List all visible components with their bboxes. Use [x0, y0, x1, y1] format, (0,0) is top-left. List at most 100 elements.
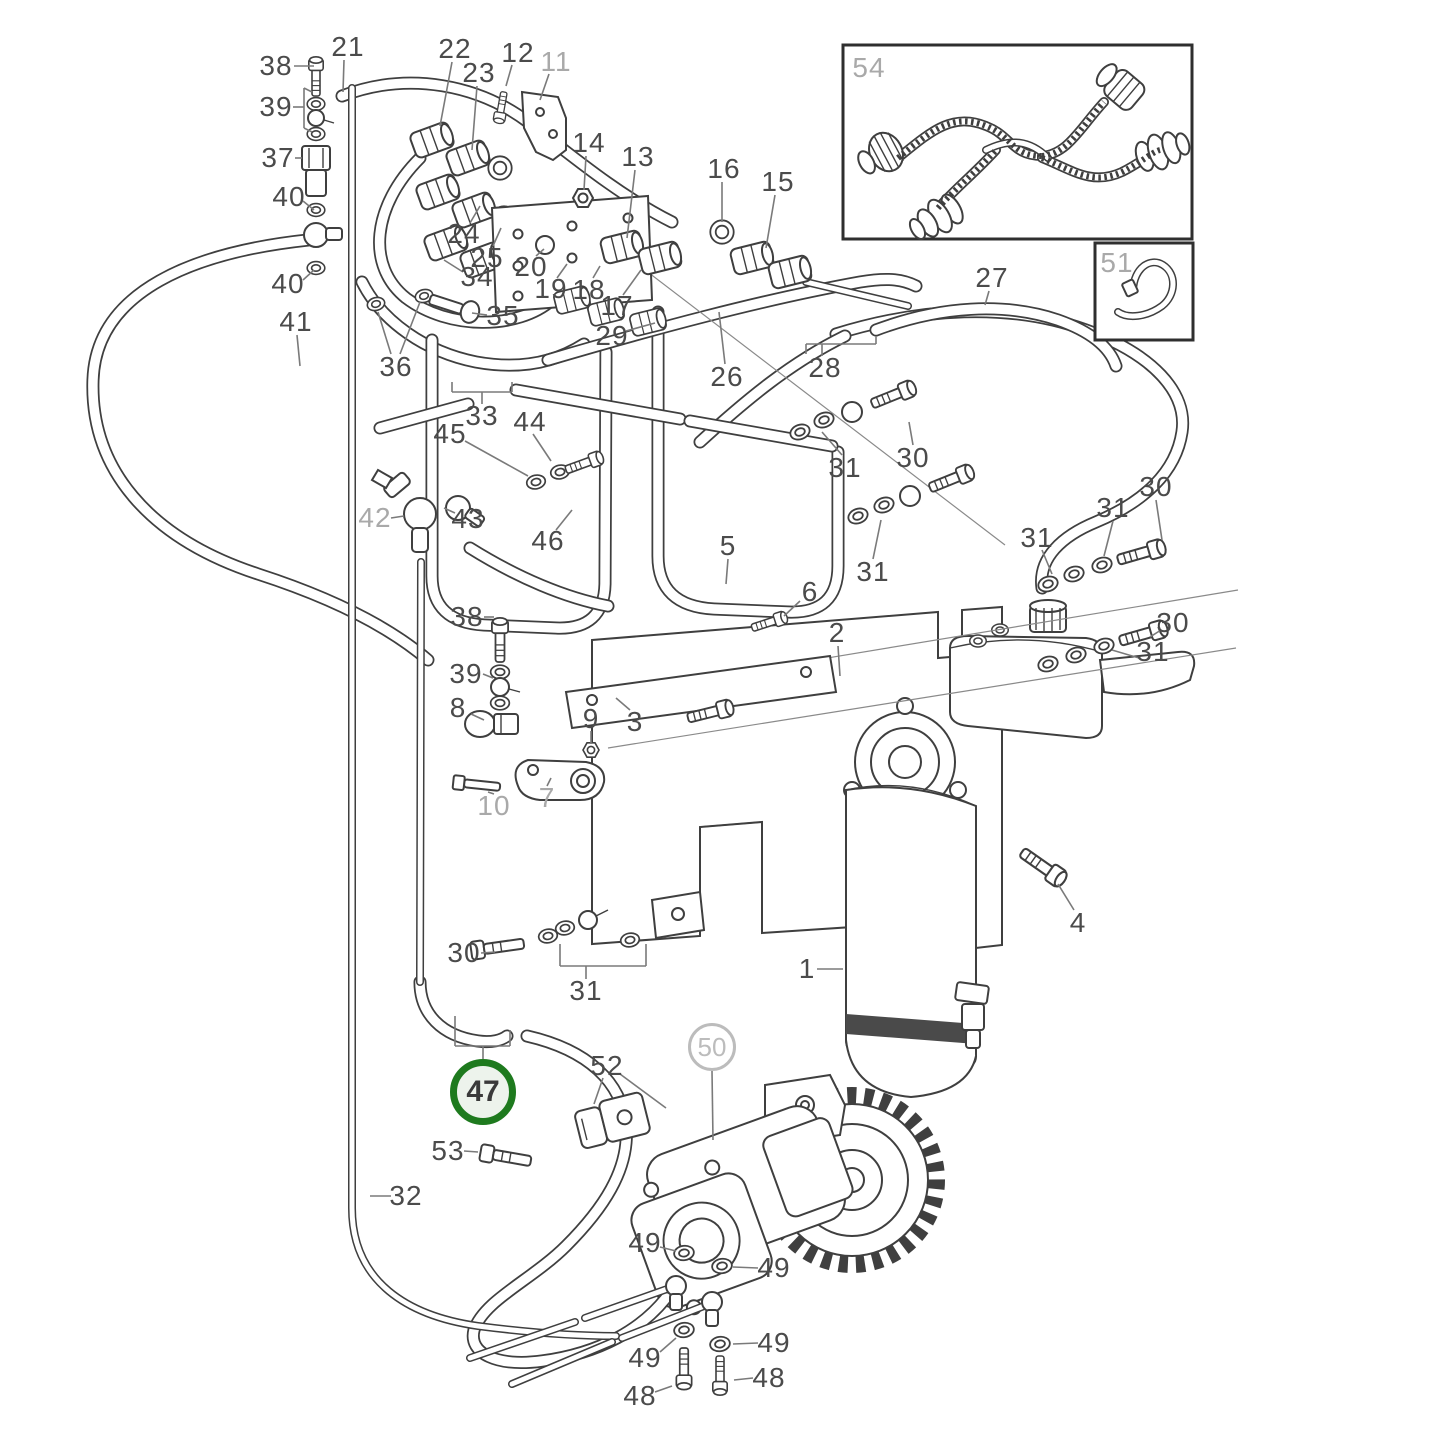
- leader-line-39: [482, 673, 494, 679]
- part-callout-12[interactable]: 12: [501, 37, 535, 68]
- leader-line-20: [535, 248, 545, 257]
- part-callout-14[interactable]: 14: [572, 127, 606, 158]
- part-callout-49[interactable]: 49: [628, 1342, 662, 1373]
- part-callout-31[interactable]: 31: [856, 556, 890, 587]
- part-callout-2[interactable]: 2: [828, 617, 846, 648]
- part-callout-29[interactable]: 29: [595, 320, 629, 351]
- part-callout-13[interactable]: 13: [621, 141, 655, 172]
- part-callout-24[interactable]: 24: [447, 218, 481, 249]
- part-callout-25[interactable]: 25: [470, 242, 504, 273]
- leader-line-49: [732, 1266, 759, 1269]
- part-callout-19[interactable]: 19: [534, 273, 568, 304]
- leader-line-36: [377, 311, 392, 355]
- part-callout-40[interactable]: 40: [271, 268, 305, 299]
- part-callout-15[interactable]: 15: [761, 166, 795, 197]
- part-callout-48[interactable]: 48: [623, 1380, 657, 1411]
- inset-box-51-hook-clip: [1093, 241, 1195, 342]
- part-callout-28[interactable]: 28: [808, 352, 842, 383]
- leader-line-46: [555, 509, 573, 531]
- part-callout-42[interactable]: 42: [358, 502, 392, 533]
- part-callout-54[interactable]: 54: [852, 52, 886, 83]
- part-callout-44[interactable]: 44: [513, 406, 547, 437]
- part-callout-53[interactable]: 53: [431, 1135, 465, 1166]
- part-callout-18[interactable]: 18: [572, 274, 606, 305]
- part-callout-37[interactable]: 37: [261, 142, 295, 173]
- leader-line-30: [1155, 499, 1163, 541]
- part-callout-48[interactable]: 48: [752, 1362, 786, 1393]
- part-callout-40[interactable]: 40: [272, 181, 306, 212]
- part-callout-35[interactable]: 35: [486, 300, 520, 331]
- part-callout-30[interactable]: 30: [896, 442, 930, 473]
- leader-line-31: [872, 519, 882, 560]
- part-callout-49[interactable]: 49: [757, 1327, 791, 1358]
- part-callout-9[interactable]: 9: [582, 703, 600, 734]
- part-callout-11[interactable]: 11: [540, 46, 572, 77]
- part-callout-32[interactable]: 32: [389, 1180, 423, 1211]
- leader-line-31: [1103, 520, 1114, 557]
- part-callout-34[interactable]: 34: [460, 261, 494, 292]
- bracket-11: [490, 90, 654, 314]
- leader-line-30: [1149, 629, 1162, 638]
- part-callout-31[interactable]: 31: [1136, 636, 1170, 667]
- part-callout-31[interactable]: 31: [1096, 492, 1130, 523]
- reservoir: [949, 599, 1196, 740]
- highlighted-part-callout-47[interactable]: 47: [450, 1059, 516, 1125]
- harness-connector-top: [1095, 63, 1146, 111]
- leader-line-5: [725, 558, 729, 585]
- part-callout-10[interactable]: 10: [477, 790, 511, 821]
- part-callout-8[interactable]: 8: [449, 692, 467, 723]
- part-callout-33[interactable]: 33: [465, 400, 499, 431]
- gear-pump-50: [630, 1073, 945, 1316]
- part-callout-31[interactable]: 31: [569, 975, 603, 1006]
- leader-line-2: [837, 645, 841, 677]
- part-callout-41[interactable]: 41: [279, 306, 313, 337]
- elbow-43-washer-45-bolt-44: [445, 449, 607, 527]
- part-callout-6[interactable]: 6: [801, 576, 819, 607]
- part-callout-16[interactable]: 16: [707, 153, 741, 184]
- part-callout-38[interactable]: 38: [450, 601, 484, 632]
- part-callout-30[interactable]: 30: [1139, 471, 1173, 502]
- part-callout-39[interactable]: 39: [259, 91, 293, 122]
- leader-line-27: [984, 290, 990, 306]
- part-callout-31[interactable]: 31: [1020, 522, 1054, 553]
- bolt-35-and-washers-36: [365, 286, 481, 324]
- part-callout-23[interactable]: 23: [462, 57, 496, 88]
- part-callout-17[interactable]: 17: [600, 290, 634, 321]
- part-callout-27[interactable]: 27: [975, 262, 1009, 293]
- part-callout-39[interactable]: 39: [449, 658, 483, 689]
- part-callout-21[interactable]: 21: [331, 31, 365, 62]
- part-callout-50[interactable]: 50: [688, 1023, 736, 1071]
- part-callout-30[interactable]: 30: [447, 937, 481, 968]
- part-callout-20[interactable]: 20: [514, 251, 548, 282]
- washers-39-mid: [489, 664, 521, 711]
- leader-line-48: [654, 1385, 673, 1393]
- part-callout-51[interactable]: 51: [1100, 247, 1134, 278]
- part-callout-46[interactable]: 46: [531, 525, 565, 556]
- leader-line-49: [659, 1337, 677, 1353]
- leader-line-8: [470, 713, 485, 721]
- clamp-52: [574, 1091, 651, 1149]
- part-callout-38[interactable]: 38: [259, 50, 293, 81]
- leader-line-25: [492, 227, 502, 247]
- part-callout-43[interactable]: 43: [451, 503, 485, 534]
- part-callout-52[interactable]: 52: [590, 1050, 624, 1081]
- part-callout-22[interactable]: 22: [438, 33, 472, 64]
- part-callout-26[interactable]: 26: [710, 361, 744, 392]
- leader-line-41: [296, 334, 301, 367]
- leader-line-50: [711, 1070, 714, 1141]
- union-fittings-49-48: [665, 1243, 734, 1396]
- part-callout-3[interactable]: 3: [626, 706, 644, 737]
- part-callout-5[interactable]: 5: [719, 530, 737, 561]
- part-callout-31[interactable]: 31: [828, 452, 862, 483]
- part-callout-36[interactable]: 36: [379, 351, 413, 382]
- part-callout-4[interactable]: 4: [1069, 907, 1087, 938]
- part-callout-45[interactable]: 45: [433, 418, 467, 449]
- part-callout-49[interactable]: 49: [628, 1227, 662, 1258]
- leader-line-45: [464, 440, 529, 477]
- part-callout-7[interactable]: 7: [538, 782, 556, 813]
- leader-line-13: [626, 169, 636, 239]
- part-callout-49[interactable]: 49: [757, 1252, 791, 1283]
- part-callout-30[interactable]: 30: [1156, 607, 1190, 638]
- part-callout-1[interactable]: 1: [798, 953, 816, 984]
- lever-7-washer-9-bolt-10: [451, 741, 606, 801]
